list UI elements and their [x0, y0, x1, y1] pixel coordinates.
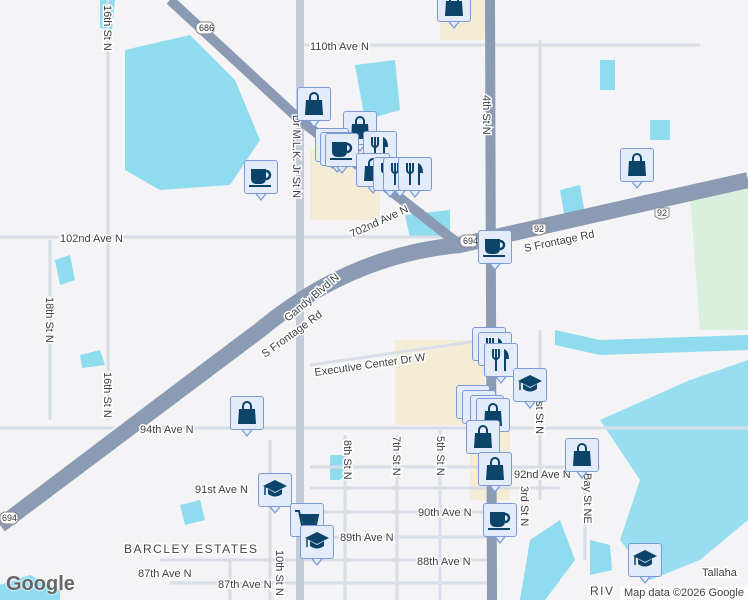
coffee-icon: [483, 503, 517, 537]
restaurant-marker[interactable]: [484, 343, 518, 387]
route-shield: 92: [531, 223, 547, 236]
shop-icon: [620, 148, 654, 182]
street-label: 110th Ave N: [310, 41, 369, 53]
coffee-marker[interactable]: [244, 160, 278, 204]
school-marker[interactable]: [628, 543, 662, 587]
street-label: 91st Ave N: [195, 484, 248, 496]
map-attribution[interactable]: Map data ©2026 Google: [619, 586, 748, 600]
street-label: 8th St N: [341, 440, 353, 480]
park: [690, 180, 748, 330]
coffee-marker[interactable]: [325, 133, 359, 177]
street-label: 87th Ave N: [138, 568, 192, 580]
route-shield: 92: [654, 207, 670, 220]
marker-pointer: [487, 482, 503, 493]
marker-pointer: [267, 503, 283, 514]
marker-pointer: [407, 187, 423, 198]
street-label: 90th Ave N: [418, 507, 472, 519]
street-label: 18th St N: [43, 297, 55, 343]
marker-pointer: [306, 117, 322, 128]
svg-text:92: 92: [657, 208, 667, 218]
marker-pointer: [493, 373, 509, 384]
marker-pointer: [446, 18, 462, 29]
shop-marker[interactable]: [478, 452, 512, 496]
marker-pointer: [334, 163, 350, 174]
school-icon: [258, 473, 292, 507]
street-label: 102nd Ave N: [60, 233, 123, 245]
shop-icon: [565, 438, 599, 472]
restaurant-icon: [484, 343, 518, 377]
marker-pointer: [522, 398, 538, 409]
restaurant-icon: [398, 157, 432, 191]
street-label: 89th Ave N: [340, 532, 394, 544]
svg-text:686: 686: [199, 23, 214, 33]
neighborhood-label: BARCLEY ESTATES: [124, 542, 259, 556]
shop-marker[interactable]: [230, 396, 264, 440]
marker-pointer: [352, 141, 368, 152]
street-label: 16th St N: [101, 372, 113, 418]
school-icon: [300, 525, 334, 559]
shop-marker[interactable]: [620, 148, 654, 192]
street-label: 94th Ave N: [140, 424, 194, 436]
street-label: 3rd St N: [518, 486, 530, 526]
marker-pointer: [629, 178, 645, 189]
street-label: 88th Ave N: [417, 556, 471, 568]
coffee-marker[interactable]: [483, 503, 517, 547]
street-label: Dr M.L.K. Jr St N: [290, 115, 302, 198]
marker-pointer: [487, 260, 503, 271]
marker-pointer: [574, 468, 590, 479]
shop-icon: [230, 396, 264, 430]
shop-marker[interactable]: [437, 0, 471, 32]
street-label: 16th St N: [101, 5, 113, 51]
street-label: 7th St N: [390, 436, 402, 476]
svg-text:694: 694: [2, 513, 17, 523]
route-shield: 694: [459, 234, 479, 248]
coffee-icon: [478, 230, 512, 264]
google-logo: Google: [6, 573, 75, 595]
marker-pointer: [309, 555, 325, 566]
school-icon: [513, 368, 547, 402]
school-marker[interactable]: [513, 368, 547, 412]
street-label: 5th St N: [434, 436, 446, 476]
svg-text:694: 694: [463, 236, 478, 246]
street-label: Tallaha: [702, 567, 738, 579]
coffee-icon: [325, 133, 359, 167]
street-label: 87th Ave N: [218, 579, 272, 591]
shop-icon: [466, 420, 500, 454]
school-marker[interactable]: [258, 473, 292, 517]
neighborhood-label: RIV: [590, 584, 615, 598]
street-label: 92nd Ave N: [514, 469, 571, 481]
shop-marker[interactable]: [297, 87, 331, 131]
school-marker[interactable]: [300, 525, 334, 569]
marker-pointer: [253, 190, 269, 201]
coffee-icon: [244, 160, 278, 194]
coffee-marker[interactable]: [478, 230, 512, 274]
shop-marker[interactable]: [565, 438, 599, 482]
marker-pointer: [392, 187, 408, 198]
route-shield: 694: [0, 511, 19, 525]
street-label: 4th St N: [480, 95, 492, 135]
shop-icon: [478, 452, 512, 486]
route-shield: 686: [195, 21, 215, 35]
marker-pointer: [492, 533, 508, 544]
street-label: Bay St NE: [581, 473, 593, 524]
marker-pointer: [637, 573, 653, 584]
shop-icon: [437, 0, 471, 22]
marker-pointer: [382, 187, 398, 198]
svg-text:92: 92: [534, 224, 544, 234]
shop-icon: [297, 87, 331, 121]
restaurant-marker[interactable]: [398, 157, 432, 201]
street-label: 10th St N: [273, 550, 285, 596]
marker-pointer: [239, 426, 255, 437]
school-icon: [628, 543, 662, 577]
